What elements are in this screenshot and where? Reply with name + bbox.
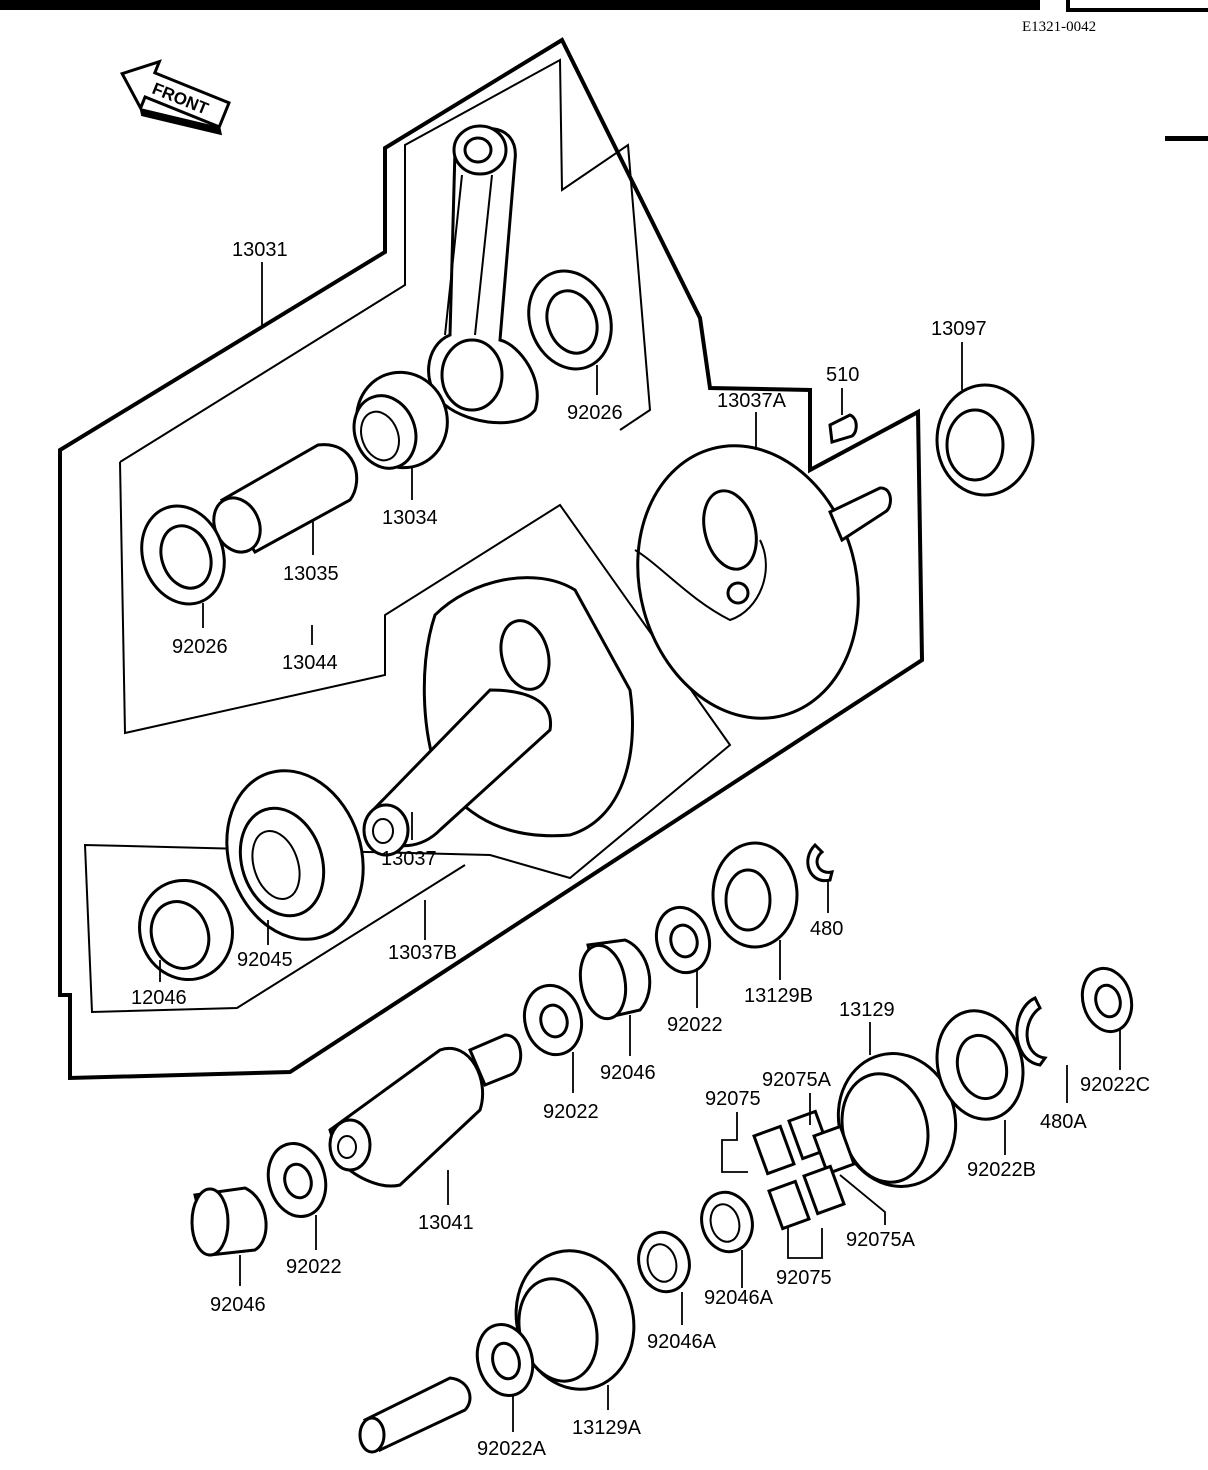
leader-lines [159, 262, 1121, 1432]
crankshaft-assembly-frame [58, 37, 925, 1081]
circlip-480A-icon [1015, 996, 1048, 1067]
ball-bearing-92045 [225, 769, 365, 941]
connecting-rod-inner-frame [119, 58, 652, 463]
needle-bearing-92046-upper [578, 938, 652, 1021]
label-13037: 13037 [381, 848, 437, 870]
woodruff-key-510 [828, 413, 858, 444]
connecting-rod-group-frame [83, 461, 732, 1014]
washer-92022C [1080, 966, 1134, 1034]
label-480A: 480A [1040, 1111, 1087, 1133]
gear-13129B-icon [711, 841, 799, 949]
label-510: 510 [826, 364, 859, 386]
label-13037B: 13037B [388, 942, 457, 964]
crank-half-13037A [634, 444, 892, 720]
label-13035: 13035 [283, 563, 339, 585]
balancer-shaft-pin [358, 1376, 472, 1454]
label-92026-bottom: 92026 [172, 636, 228, 658]
label-92022-lower: 92022 [286, 1256, 342, 1278]
label-13031: 13031 [232, 239, 288, 261]
needle-bearing-92046A-lower [637, 1230, 691, 1294]
label-92046A-upper: 92046A [704, 1287, 774, 1309]
gear-13097-icon [935, 383, 1035, 497]
label-13097: 13097 [931, 318, 987, 340]
label-92022-middle: 92022 [543, 1101, 599, 1123]
washer-92022-upper [654, 905, 712, 975]
gear-12046-icon [138, 878, 234, 982]
label-13129: 13129 [839, 999, 895, 1021]
label-92075-left: 92075 [705, 1088, 761, 1110]
crank-half-13037 [362, 576, 634, 857]
label-92045: 92045 [237, 949, 293, 971]
label-13041: 13041 [418, 1212, 474, 1234]
needle-bearing-92046A-upper [700, 1190, 754, 1254]
washer-92022-lower [266, 1142, 328, 1218]
label-92022C: 92022C [1080, 1074, 1150, 1096]
washer-92022B [935, 1009, 1025, 1121]
thrust-washer-92026-bottom [140, 504, 226, 606]
label-13037A: 13037A [717, 390, 787, 412]
label-92046A-lower: 92046A [647, 1331, 717, 1353]
label-92022-upper: 92022 [667, 1014, 723, 1036]
balancer-shaft-13041 [328, 1033, 523, 1188]
circlip-480-icon [806, 842, 835, 883]
label-92075A-top: 92075A [762, 1069, 832, 1091]
label-92046-upper: 92046 [600, 1062, 656, 1084]
damper-rubbers-92075 [752, 1109, 856, 1231]
needle-bearing-13034 [352, 370, 449, 470]
label-92046-lower: 92046 [210, 1294, 266, 1316]
part-labels: 13031 92026 13034 13035 92026 13044 1309… [131, 239, 1150, 1460]
header-bar [0, 0, 1208, 141]
label-13044: 13044 [282, 652, 338, 674]
connecting-rod-part [427, 124, 539, 425]
label-92075-bottom: 92075 [776, 1267, 832, 1289]
gear-13129A-icon [514, 1249, 636, 1391]
label-480: 480 [810, 918, 843, 940]
washer-92022-middle [522, 983, 584, 1057]
label-13129A: 13129A [572, 1417, 642, 1439]
needle-bearing-92046-lower [190, 1186, 268, 1257]
thrust-washer-92026-top [527, 269, 613, 371]
front-arrow-icon: FRONT [119, 59, 231, 136]
label-13129B: 13129B [744, 985, 813, 1007]
crank-pin-13035 [212, 443, 359, 554]
label-92022B: 92022B [967, 1159, 1036, 1181]
label-92022A: 92022A [477, 1438, 547, 1460]
label-92026-top: 92026 [567, 402, 623, 424]
diagram-code: E1321-0042 [1022, 19, 1096, 35]
label-92075A-bottom: 92075A [846, 1229, 916, 1251]
label-12046: 12046 [131, 987, 187, 1009]
label-13034: 13034 [382, 507, 438, 529]
washer-92022A [475, 1323, 535, 1397]
